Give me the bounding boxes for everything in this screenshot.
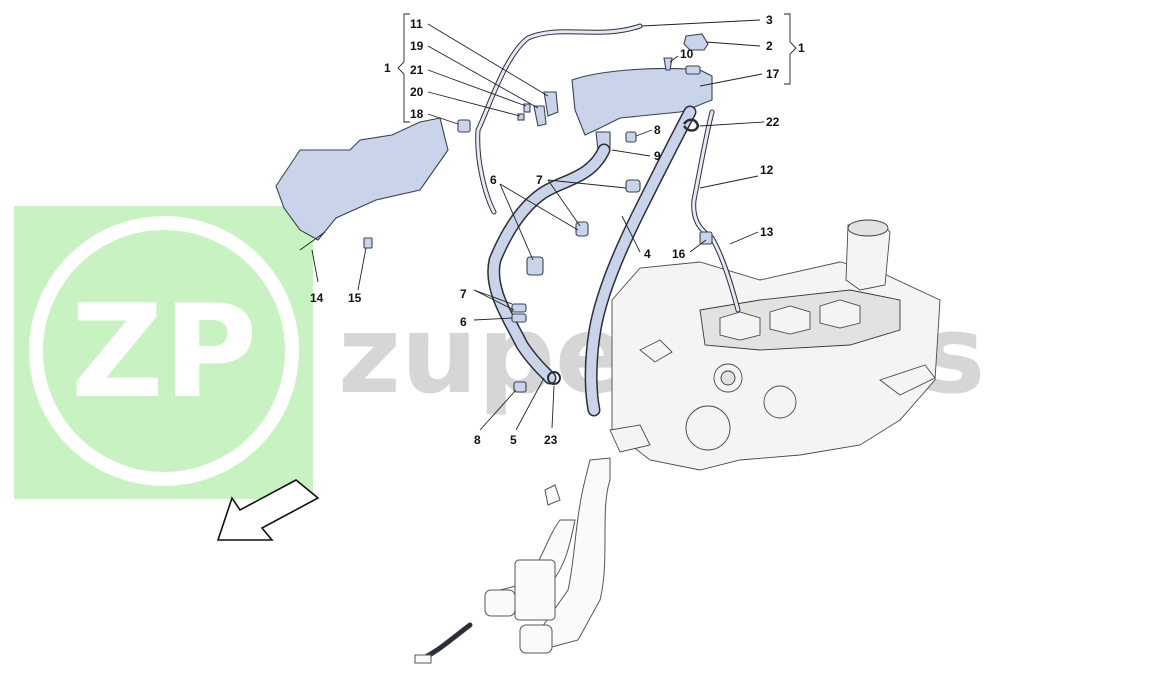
nut-18: [457, 119, 471, 133]
callout-18: 18: [410, 107, 424, 121]
bolt-15: [363, 237, 373, 249]
clamp-7-a: [625, 179, 641, 193]
callout-5: 5: [510, 433, 517, 447]
clip-21: [523, 103, 531, 113]
callout-14: 14: [310, 291, 324, 305]
callout-7-top: 7: [536, 173, 543, 187]
screw-20: [517, 113, 525, 121]
callout-22: 22: [766, 115, 780, 129]
callout-10: 10: [680, 47, 694, 61]
callout-9: 9: [654, 149, 661, 163]
direction-arrow: [216, 479, 320, 541]
callout-11: 11: [410, 17, 423, 31]
heat-shield-14: [275, 117, 449, 241]
bracket-19: [533, 105, 547, 127]
watermark-logo-ring: [29, 216, 299, 486]
group-bracket-right: [784, 13, 797, 85]
callout-labels: 11 19 21 20 18 1 3 2 1 10 17 22 8 9 7 6 …: [310, 13, 805, 447]
bracket-11: [543, 91, 559, 117]
leader-lines: [311, 19, 765, 431]
callout-3: 3: [766, 13, 773, 27]
callout-21: 21: [410, 63, 424, 77]
callout-20: 20: [410, 85, 424, 99]
callout-19: 19: [410, 39, 424, 53]
clamp-22: [682, 118, 700, 132]
callout-8-top: 8: [654, 123, 661, 137]
clamp-6-b: [511, 313, 527, 323]
expansion-tank-17: [571, 67, 713, 136]
callout-4: 4: [644, 247, 651, 261]
group-bracket-left: [397, 13, 410, 123]
screw-10: [663, 57, 673, 71]
callout-15: 15: [348, 291, 362, 305]
callout-12: 12: [760, 163, 774, 177]
connector-16: [699, 231, 713, 245]
clamp-7-b: [575, 221, 589, 237]
callout-13: 13: [760, 225, 774, 239]
callout-1-left: 1: [384, 61, 391, 75]
callout-8-bottom: 8: [474, 433, 481, 447]
callout-16: 16: [672, 247, 686, 261]
clamp-8-b: [513, 381, 527, 393]
clamp-7-c: [511, 303, 527, 313]
clamp-6-a: [526, 256, 544, 276]
clamp-23: [547, 371, 561, 385]
callout-6-top: 6: [490, 173, 497, 187]
callout-6-mid: 6: [460, 315, 467, 329]
callout-1-right: 1: [798, 41, 805, 55]
clamp-8-a: [625, 131, 637, 143]
watermark-logo-text: ZP: [71, 278, 258, 427]
lower-pipes: [414, 457, 611, 664]
callout-17: 17: [766, 67, 780, 81]
cap-2: [683, 33, 709, 51]
callout-23: 23: [544, 433, 558, 447]
watermark-logo-background: [14, 206, 313, 499]
callout-2: 2: [766, 39, 773, 53]
callout-7-mid: 7: [460, 287, 467, 301]
engine-block: [609, 219, 941, 471]
